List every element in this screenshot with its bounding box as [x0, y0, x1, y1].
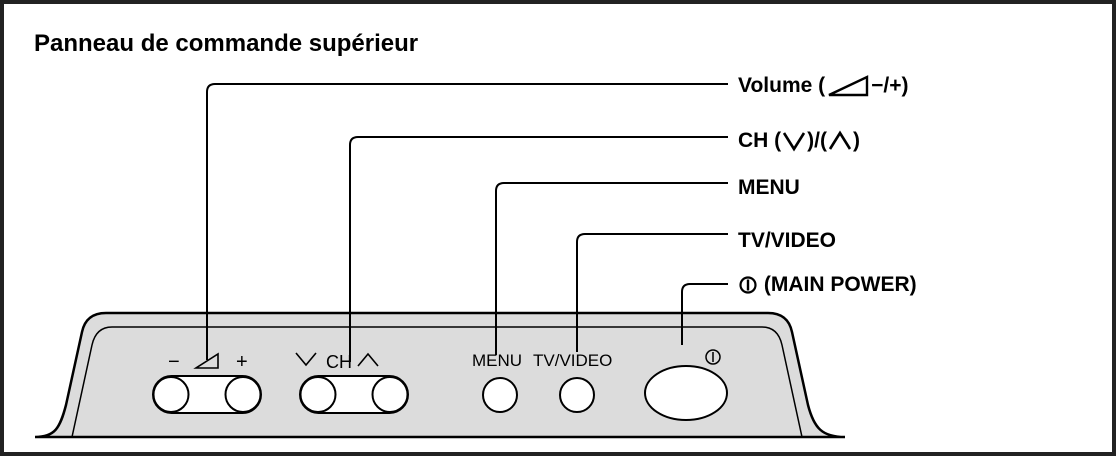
panel-ch-label: CH — [326, 352, 352, 372]
callout-menu: MENU — [738, 176, 800, 199]
volume-icon — [828, 75, 869, 97]
panel-power-icon — [705, 349, 721, 365]
callout-ch-middle: )/( — [807, 129, 827, 152]
panel-inner-edge — [71, 326, 803, 438]
tv-video-button[interactable] — [559, 377, 595, 413]
volume-rocker-button[interactable] — [152, 375, 262, 414]
leader-volume — [206, 83, 728, 360]
panel-volume-plus-label: + — [236, 351, 248, 373]
panel-body — [34, 311, 846, 439]
main-power-button[interactable] — [644, 365, 728, 421]
callout-power-label: (MAIN POWER) — [763, 273, 917, 296]
channel-down-icon — [295, 352, 317, 367]
callout-ch-suffix: ) — [853, 129, 860, 152]
callout-volume: Volume ( −/+) — [738, 73, 908, 99]
channel-up-icon — [357, 352, 379, 367]
panel-menu-label: MENU — [472, 351, 522, 370]
callout-channel: CH ( )/() — [738, 128, 860, 154]
chevron-up-icon — [828, 131, 852, 151]
callout-volume-suffix: −/+) — [871, 74, 909, 97]
leader-tv-video — [576, 233, 728, 352]
leader-channel — [349, 136, 728, 362]
power-icon — [739, 276, 757, 295]
leader-menu — [495, 182, 728, 355]
callout-tv-video: TV/VIDEO — [738, 229, 837, 252]
chevron-down-icon — [783, 132, 806, 152]
callout-volume-prefix: Volume ( — [738, 74, 826, 97]
volume-icon — [193, 352, 219, 369]
panel-volume-minus-label: − — [168, 351, 180, 373]
callout-main-power: (MAIN POWER) — [738, 272, 917, 298]
leader-power — [681, 283, 728, 345]
page-title: Panneau de commande supérieur — [34, 30, 419, 57]
channel-rocker-button[interactable] — [299, 375, 409, 414]
menu-button[interactable] — [482, 377, 518, 413]
callout-ch-prefix: CH ( — [738, 129, 782, 152]
panel-tv-video-label: TV/VIDEO — [533, 351, 612, 370]
leader-lines — [206, 83, 728, 362]
